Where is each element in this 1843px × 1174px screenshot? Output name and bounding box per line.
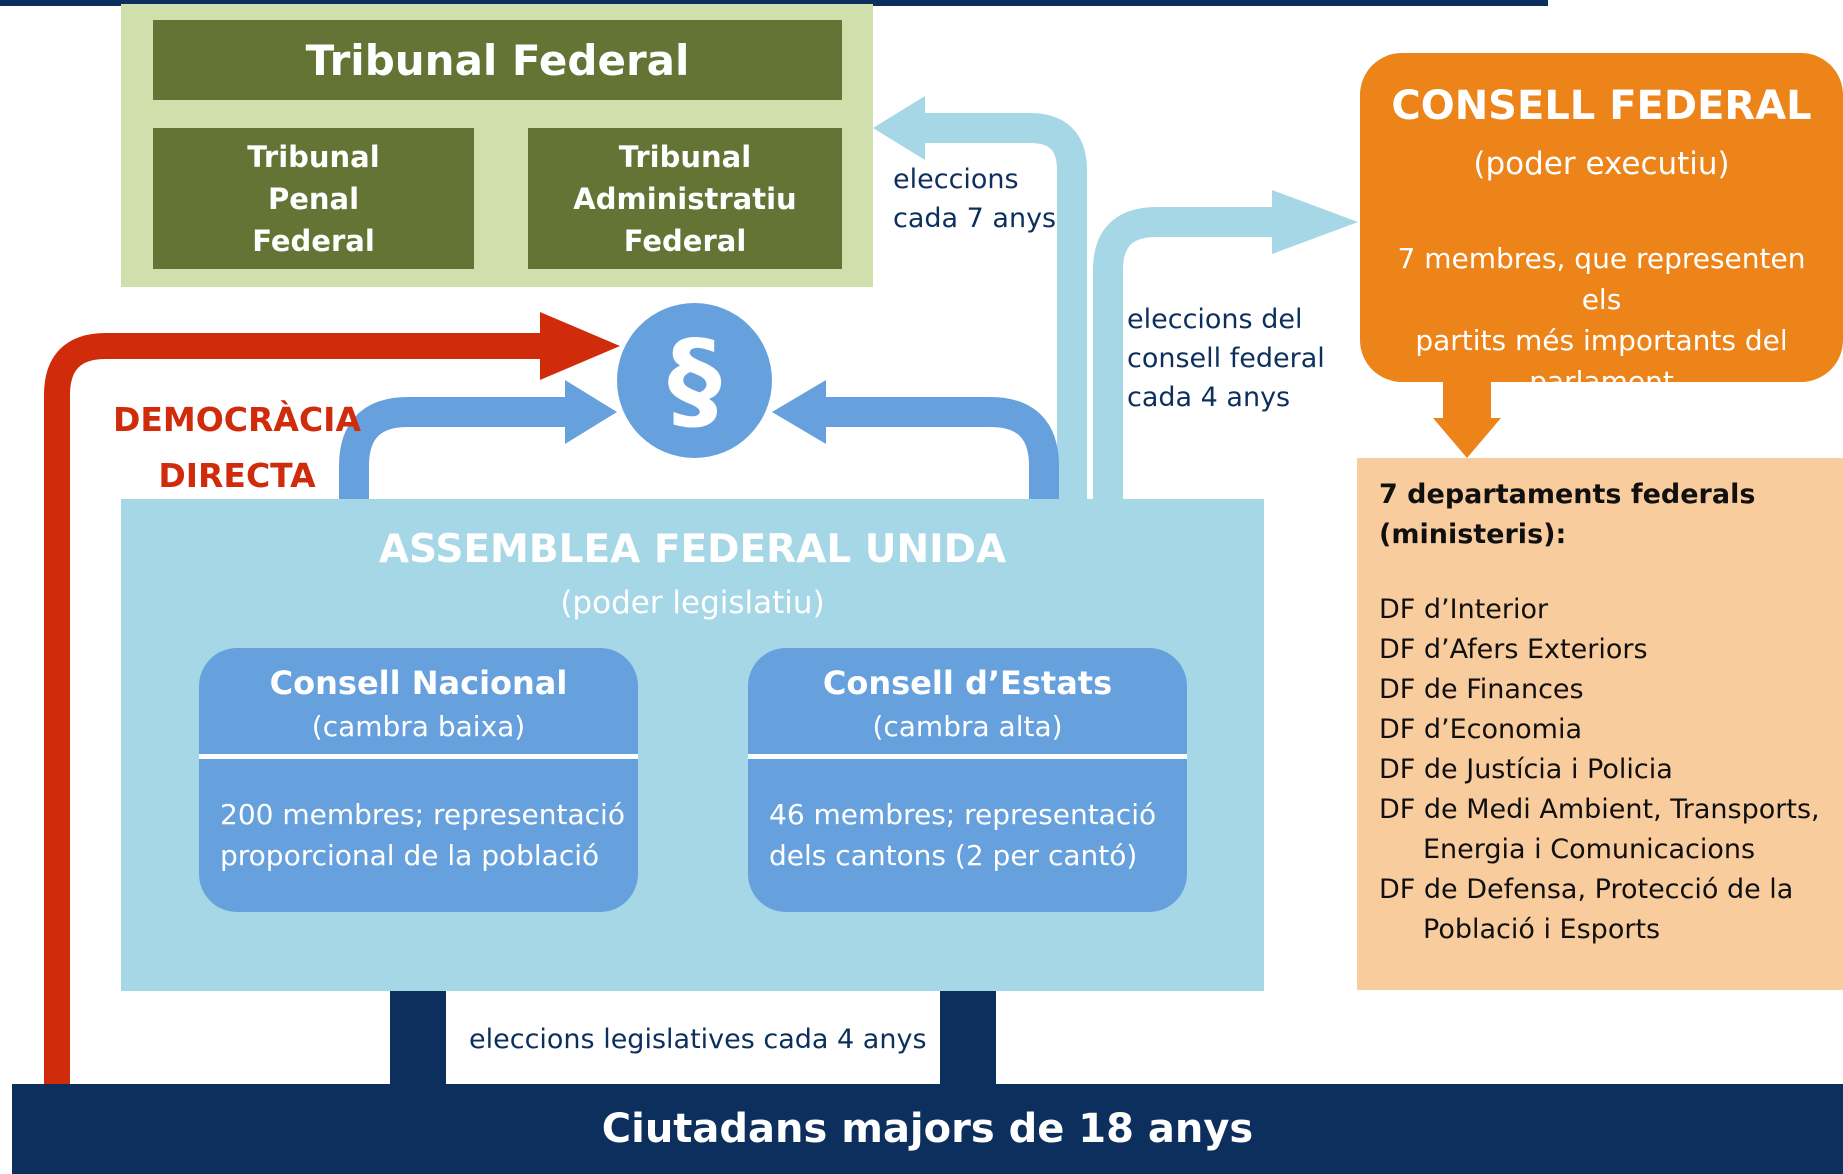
tribunal-penal-box: Tribunal Penal Federal	[153, 128, 474, 269]
departaments-list: DF d’Interior DF d’Afers Exteriors DF de…	[1379, 590, 1843, 950]
legislative-election-label: eleccions legislatives cada 4 anys	[469, 1024, 927, 1055]
list-item: DF de Finances	[1379, 674, 1584, 705]
list-item: DF de Defensa, Protecció de la Població …	[1379, 874, 1794, 945]
estats-to-law-arrow	[808, 397, 1059, 648]
list-item: DF de Justícia i Policia	[1379, 754, 1673, 785]
tribunal-election-label: eleccions cada 7 anys	[893, 164, 1057, 234]
estats-to-law-arrowhead	[772, 380, 826, 444]
federal-council-election-arrow	[1093, 207, 1290, 500]
consell-nacional-subtitle: (cambra baixa)	[311, 710, 526, 743]
consell-estats-title: Consell d’Estats	[822, 664, 1113, 702]
list-item: DF d’Afers Exteriors	[1379, 634, 1648, 665]
consell-federal-title: CONSELL FEDERAL	[1391, 83, 1812, 129]
tribunal-penal-label: Tribunal Penal Federal	[247, 139, 380, 258]
law-paragraph-icon: §	[617, 303, 772, 458]
consell-nacional-box: Consell Nacional (cambra baixa) 200 memb…	[199, 648, 638, 912]
consell-estats-box: Consell d’Estats (cambra alta) 46 membre…	[748, 648, 1187, 912]
direct-democracy-arrowhead	[540, 312, 620, 380]
council-to-departments-shaft	[1443, 380, 1491, 420]
direct-democracy-label: DEMOCRÀCIA DIRECTA	[112, 400, 362, 495]
consell-nacional-description: 200 membres; representació proporcional …	[220, 798, 625, 872]
divider	[199, 754, 638, 759]
council-to-departments-arrowhead	[1433, 418, 1501, 458]
federal-council-election-label: eleccions del consell federal cada 4 any…	[1127, 304, 1325, 413]
tribunal-federal-title: Tribunal Federal	[153, 20, 842, 100]
departaments-title: 7 departaments federals (ministeris):	[1379, 479, 1756, 550]
nacional-to-law-arrow	[339, 397, 585, 648]
assemblea-subtitle: (poder legislatiu)	[560, 585, 825, 621]
tribunal-administratiu-box: Tribunal Administratiu Federal	[528, 128, 842, 269]
list-item: DF de Medi Ambient, Transports, Energia …	[1379, 794, 1820, 865]
nacional-to-law-arrowhead	[565, 380, 617, 444]
tribunal-election-arrow	[915, 113, 1087, 500]
departaments-panel: 7 departaments federals (ministeris): DF…	[1357, 458, 1843, 990]
citizens-bar: Ciutadans majors de 18 anys	[12, 1084, 1843, 1174]
consell-estats-description: 46 membres; representació dels cantons (…	[769, 798, 1157, 872]
consell-federal-description: 7 membres, que representen els partits m…	[1397, 242, 1806, 398]
list-item: DF d’Economia	[1379, 714, 1583, 745]
tribunal-election-arrowhead	[873, 96, 925, 160]
consell-federal-subtitle: (poder executiu)	[1473, 146, 1730, 182]
list-item: DF d’Interior	[1379, 594, 1549, 625]
consell-estats-subtitle: (cambra alta)	[872, 710, 1063, 743]
divider	[748, 754, 1187, 759]
consell-federal-box: CONSELL FEDERAL (poder executiu) 7 membr…	[1360, 53, 1843, 398]
tribunal-administratiu-label: Tribunal Administratiu Federal	[573, 139, 797, 258]
federal-council-election-arrowhead	[1272, 190, 1358, 254]
top-border-bar	[0, 0, 1548, 6]
consell-nacional-title: Consell Nacional	[269, 664, 568, 702]
citizens-label: Ciutadans majors de 18 anys	[601, 1106, 1254, 1152]
assemblea-title: ASSEMBLEA FEDERAL UNIDA	[378, 527, 1007, 572]
direct-democracy-arrow	[44, 333, 548, 1090]
